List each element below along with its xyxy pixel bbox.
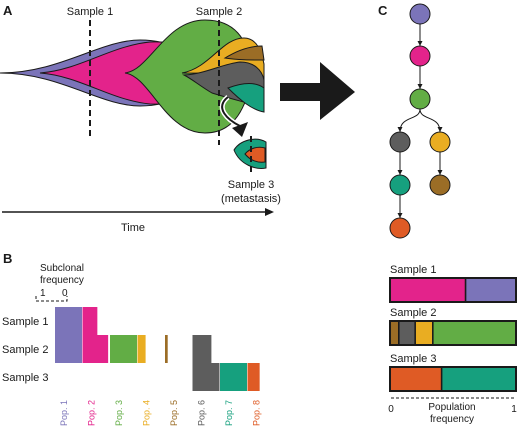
pop5-clone [223, 45, 265, 61]
sample2-title: Sample 2 [196, 6, 242, 18]
panel-a-label: A [3, 3, 13, 18]
metastasis-arrow-outline [221, 96, 241, 127]
panel-c-label: C [378, 3, 388, 18]
subclonal-scale-zero: 0 [62, 288, 68, 299]
tree-edges [397, 24, 443, 218]
bar-sample-1-pop-2 [82, 307, 98, 335]
population-axis-one: 1 [511, 404, 517, 415]
bar-sample-2-pop-4 [137, 335, 146, 363]
subclonal-title: Subclonal [40, 263, 84, 274]
tree-node-pop-7 [389, 174, 411, 196]
stack-segment-sample-2-pop-5 [389, 320, 400, 346]
time-axis-arrowhead [265, 208, 274, 216]
tree-node-pop-1 [409, 3, 431, 25]
sample3-title: Sample 3 [228, 179, 274, 191]
population-labels: Pop. 1 Pop. 2 Pop. 3 Pop. 4 Pop. 5 Pop. 6 Pop.… [59, 400, 262, 426]
bar-sample-2-pop-2 [82, 335, 109, 363]
frequency-bars [55, 307, 260, 391]
sample3-subtitle: (metastasis) [221, 193, 281, 205]
pop-label-7: Pop. 7 [224, 400, 234, 426]
population-axis-title: Population [428, 402, 475, 413]
row-label-sample-3: Sample 3 [2, 372, 48, 384]
metastasis-arrowhead [232, 122, 248, 137]
bar-sample-2-pop-6 [192, 335, 212, 363]
bar-sample-2-pop-1 [55, 335, 82, 363]
tree-node-pop-8 [389, 217, 411, 239]
panel-b-label: B [3, 251, 12, 266]
stack-segment-sample-3-pop-7 [440, 366, 517, 392]
tree-edge-arrowhead-2-3 [417, 84, 423, 89]
population-frequency-bars: Sample 1 Sample 2 Sample 3 [389, 264, 517, 392]
population-axis-subtitle: frequency [430, 414, 474, 425]
stack-segment-sample-2-pop-6 [398, 320, 416, 346]
row-label-sample-1: Sample 1 [2, 316, 48, 328]
row-labels: Sample 1 Sample 2 Sample 3 [2, 316, 48, 384]
tree-edge-arrowhead-3-6 [397, 127, 403, 132]
row-label-sample-2: Sample 2 [2, 344, 48, 356]
stack-segment-sample-2-pop-4 [414, 320, 434, 346]
tree-edge-3-4 [419, 108, 441, 133]
bar-sample-2-pop-5 [165, 335, 168, 363]
panel-a: A Sample 1 Sample 2 Sample 3 (metastasis… [0, 3, 355, 234]
sample1-title: Sample 1 [67, 6, 113, 18]
pop-label-1: Pop. 1 [59, 400, 69, 426]
subclonal-scale-one: 1 [40, 288, 46, 299]
pop-label-8: Pop. 8 [252, 400, 262, 426]
pop7-clone [227, 83, 265, 113]
tree-node-pop-5 [429, 174, 451, 196]
stack-frame-sample-2 [389, 320, 517, 346]
pop-label-2: Pop. 2 [87, 400, 97, 426]
pop-label-5: Pop. 5 [169, 400, 179, 426]
panel-c: C Sample 1 Sample 2 Sample 3 0 1 Populatio… [378, 3, 517, 425]
bar-sample-3-pop-7 [220, 363, 247, 391]
bar-sample-1-pop-1 [55, 307, 82, 335]
tree-edge-arrowhead-3-4 [437, 127, 443, 132]
stack-sample-label-3: Sample 3 [390, 353, 436, 365]
tree-nodes [389, 3, 451, 239]
stack-frame-sample-3 [389, 366, 517, 392]
tree-edge-arrowhead-1-2 [417, 41, 423, 46]
pop-label-3: Pop. 3 [114, 400, 124, 426]
stack-segment-sample-1-pop-1 [464, 277, 517, 303]
pop-label-4: Pop. 4 [142, 400, 152, 426]
tree-edge-arrowhead-4-5 [437, 170, 443, 175]
tree-node-pop-6 [389, 131, 411, 153]
stack-segment-sample-2-pop-3 [432, 320, 517, 346]
bar-sample-3-pop-8 [247, 363, 260, 391]
stack-segment-sample-1-pop-2 [389, 277, 467, 303]
a-to-c-arrow [280, 62, 355, 120]
bar-sample-3-pop-6 [192, 363, 220, 391]
time-axis-label: Time [121, 222, 145, 234]
tree-edge-arrowhead-6-7 [397, 170, 403, 175]
tree-node-pop-3 [409, 88, 431, 110]
tree-edge-arrowhead-7-8 [397, 213, 403, 218]
subclonal-scale-bracket [35, 296, 68, 302]
panel-b: B Subclonal frequency 1 0 Sample 1Sample… [2, 251, 262, 426]
stack-sample-label-2: Sample 2 [390, 307, 436, 319]
bar-sample-2-pop-3 [110, 335, 137, 363]
subclonal-subtitle: frequency [40, 275, 84, 286]
tree-edge-3-6 [399, 108, 421, 133]
pop-label-6: Pop. 6 [197, 400, 207, 426]
stack-segment-sample-3-pop-8 [389, 366, 443, 392]
tree-node-pop-4 [429, 131, 451, 153]
stack-sample-label-1: Sample 1 [390, 264, 436, 276]
population-axis-zero: 0 [388, 404, 394, 415]
stack-frame-sample-1 [389, 277, 517, 303]
tree-node-pop-2 [409, 45, 431, 67]
